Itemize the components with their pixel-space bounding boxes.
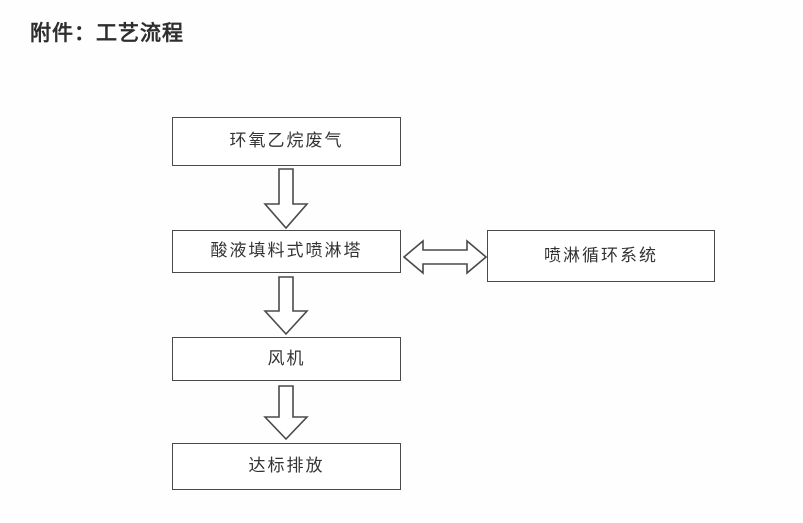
arrow-down-fan-to-discharge — [262, 385, 310, 441]
flow-node-label: 喷淋循环系统 — [544, 245, 658, 266]
flow-node-discharge[interactable]: 达标排放 — [172, 443, 401, 490]
flow-node-spray-tower[interactable]: 酸液填料式喷淋塔 — [172, 230, 401, 273]
flow-node-label: 环氧乙烷废气 — [229, 131, 344, 151]
flow-node-circulation-system[interactable]: 喷淋循环系统 — [487, 230, 715, 282]
arrow-bidirectional-tower-circulation — [403, 238, 487, 276]
flow-node-waste-gas[interactable]: 环氧乙烷废气 — [172, 117, 401, 166]
arrow-down-tower-to-fan — [262, 276, 310, 336]
flow-node-label: 风机 — [267, 348, 306, 369]
flow-node-fan[interactable]: 风机 — [172, 337, 401, 381]
flow-node-label: 酸液填料式喷淋塔 — [210, 241, 363, 261]
arrow-down-gas-to-tower — [262, 168, 310, 230]
page-title: 附件：工艺流程 — [30, 20, 184, 45]
flow-node-label: 达标排放 — [248, 456, 325, 476]
